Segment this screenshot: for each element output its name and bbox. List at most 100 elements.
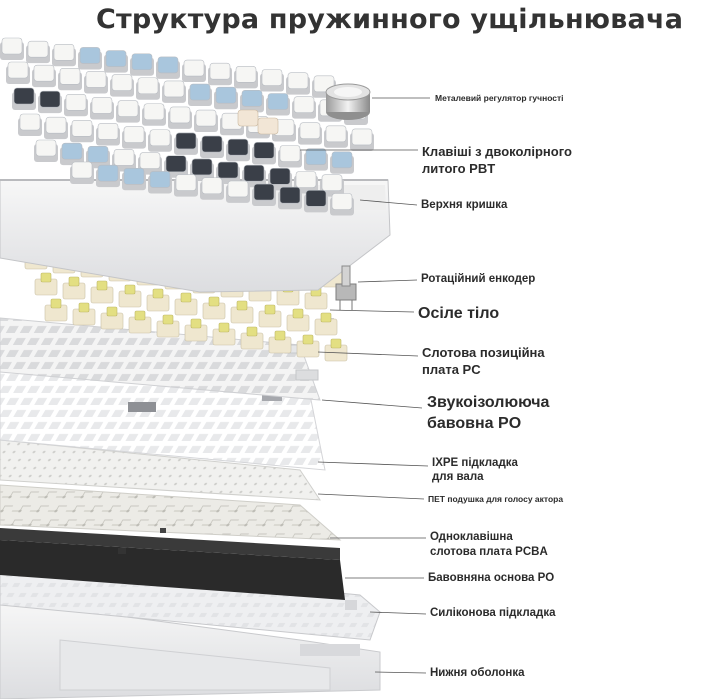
- label-pcba-line2: слотова плата PCBA: [430, 546, 548, 558]
- keycap: [70, 161, 94, 184]
- switch: [90, 280, 114, 304]
- keycap: [122, 126, 146, 149]
- switch: [296, 334, 320, 358]
- keycap: [240, 90, 264, 113]
- volume-knob: [325, 83, 371, 120]
- leader-line: [329, 309, 415, 313]
- top-case-layer: [0, 179, 391, 293]
- keycap: [116, 100, 140, 123]
- leader-line: [321, 399, 423, 409]
- leader-line: [369, 611, 427, 615]
- switch: [174, 292, 198, 316]
- keycap: [214, 86, 238, 110]
- label-plate-line2: плата PC: [422, 362, 481, 377]
- keycap: [266, 93, 290, 116]
- leader-line: [317, 351, 419, 357]
- keycap: [257, 117, 279, 135]
- switch: [286, 308, 310, 332]
- keycap: [156, 56, 180, 79]
- pcba-layer: [0, 484, 342, 554]
- switch: [62, 276, 86, 300]
- label-plate-line1: Слотова позиційна: [422, 345, 545, 360]
- keycap: [52, 43, 76, 67]
- keycap: [162, 80, 186, 103]
- leader-line: [359, 199, 418, 206]
- keycap: [78, 47, 102, 70]
- label-pet-pad: ПЕТ подушка для голосу актора: [428, 494, 564, 504]
- keycap: [182, 59, 206, 83]
- keycap: [208, 62, 232, 86]
- keycap: [168, 106, 192, 129]
- switch: [146, 288, 170, 312]
- keycap: [200, 177, 224, 200]
- keycap: [350, 128, 374, 151]
- bottom-shell-layer: [0, 599, 381, 699]
- keycap: [252, 183, 276, 207]
- switch: [184, 318, 208, 342]
- label-sound-foam-line2: бавовна PO: [427, 415, 522, 432]
- switch: [118, 284, 142, 308]
- keycap: [136, 77, 160, 100]
- keycap: [96, 164, 120, 188]
- keycap: [237, 109, 259, 127]
- keycap: [220, 112, 244, 136]
- label-keycaps-line2: литого PBT: [422, 161, 496, 176]
- base-foam-layer: [0, 528, 345, 600]
- keycap: [188, 83, 212, 107]
- diagram-title: Структура пружинного ущільнювача: [96, 4, 684, 35]
- keycap: [110, 74, 134, 97]
- pet-and-ixpe-layer: [0, 439, 321, 501]
- keycap: [298, 122, 322, 145]
- keycap: [278, 186, 302, 210]
- keycap: [104, 50, 128, 73]
- switch: [230, 300, 254, 324]
- keycap: [60, 142, 84, 166]
- keycap: [148, 171, 172, 194]
- keycap: [90, 97, 114, 120]
- keycap: [26, 40, 50, 64]
- switch: [212, 322, 236, 346]
- label-axis-body: Осіле тіло: [418, 305, 500, 322]
- label-rotary-encoder: Ротаційний енкодер: [421, 273, 536, 285]
- keycap: [292, 96, 316, 119]
- keycap: [84, 71, 108, 94]
- keycap: [18, 113, 42, 136]
- keycap: [0, 37, 24, 60]
- keycap: [38, 90, 62, 114]
- keycaps-layer: [0, 37, 374, 216]
- switch: [100, 306, 124, 330]
- label-ixpe-line2: для вала: [432, 471, 484, 483]
- leader-line: [357, 279, 418, 283]
- keycap: [70, 120, 94, 143]
- label-bottom-shell: Нижня оболонка: [430, 667, 525, 679]
- keycap: [286, 72, 310, 95]
- label-top-case: Верхня кришка: [421, 199, 508, 211]
- keycap: [226, 180, 250, 203]
- keycap: [278, 145, 302, 168]
- switch: [156, 314, 180, 338]
- switch: [202, 296, 226, 320]
- label-base-foam: Бавовняна основа PO: [428, 572, 555, 584]
- switch: [72, 302, 96, 326]
- keycap: [252, 142, 276, 165]
- keycap: [130, 53, 154, 76]
- keycap: [12, 87, 36, 110]
- keycap: [148, 129, 172, 152]
- keycap: [260, 69, 284, 92]
- label-ixpe-line1: IXPE підкладка: [432, 457, 518, 469]
- label-keycaps-line1: Клавіші з двоколірного: [422, 144, 572, 159]
- keycap: [200, 135, 224, 159]
- keycap: [6, 61, 30, 84]
- keycap: [142, 103, 166, 126]
- label-metal-volume-knob: Металевий регулятор гучності: [435, 93, 564, 103]
- switch: [314, 312, 338, 336]
- switch: [128, 310, 152, 334]
- switch: [34, 272, 58, 296]
- switch: [258, 304, 282, 328]
- keycap: [226, 138, 250, 162]
- keycap: [234, 66, 258, 89]
- keycap: [174, 174, 198, 197]
- keycap: [194, 109, 218, 133]
